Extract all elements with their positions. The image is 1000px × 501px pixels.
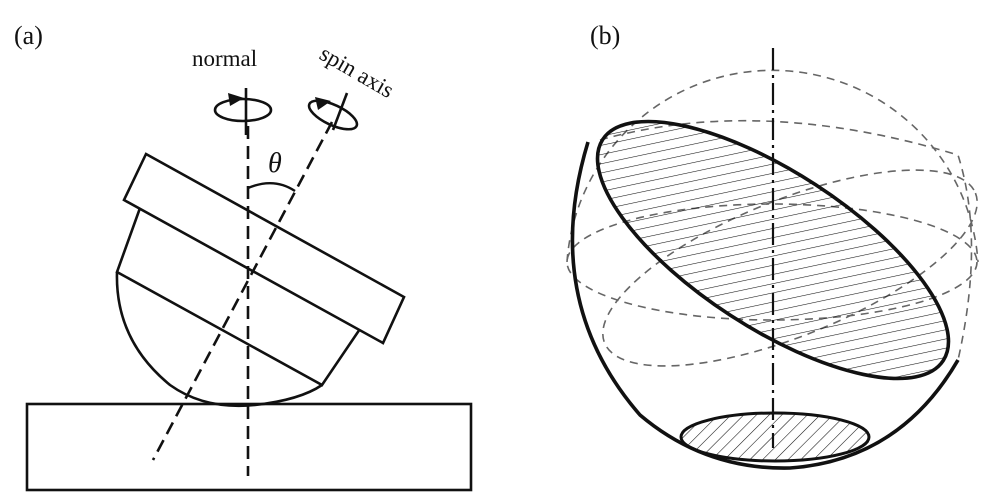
panel-b: (b) xyxy=(566,21,979,470)
spin-axis xyxy=(151,121,334,461)
contact-area xyxy=(679,411,871,463)
theta-arc xyxy=(247,182,296,193)
hemisphere-mount xyxy=(115,271,323,408)
cut-plane-edge xyxy=(595,119,951,381)
panel-a-label: (a) xyxy=(14,21,43,50)
panel-a: (a) normal spin axis θ xyxy=(14,21,473,492)
theta-label: θ xyxy=(268,148,282,179)
normal-rotation-icon xyxy=(213,88,273,135)
sphere-upper-outline xyxy=(566,69,979,263)
spin-rotation-icon xyxy=(307,92,359,131)
spin-axis-label: spin axis xyxy=(316,41,399,103)
panel-b-label: (b) xyxy=(590,21,620,50)
tilted-great-circle xyxy=(602,169,978,367)
equator-ellipse xyxy=(566,203,978,321)
normal-label: normal xyxy=(192,46,257,71)
